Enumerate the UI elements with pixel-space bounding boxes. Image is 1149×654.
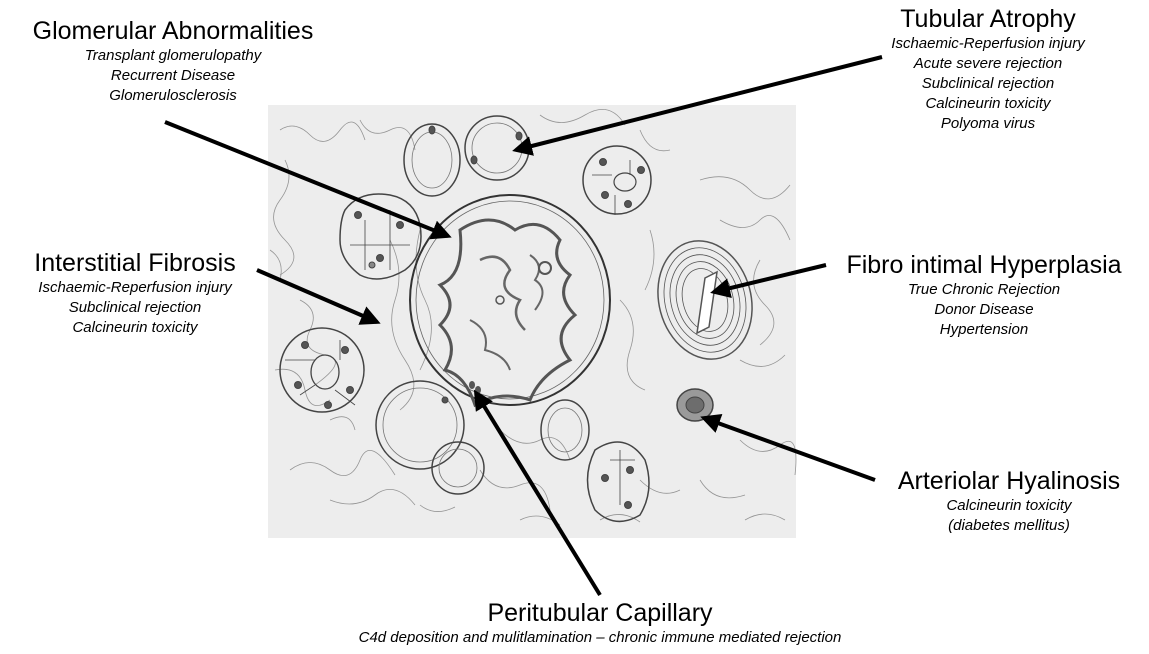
label-arteriolar-hyalinosis: Arteriolar Hyalinosis Calcineurin toxici… <box>878 466 1140 536</box>
cause-item: True Chronic Rejection <box>826 280 1142 300</box>
cause-item: Subclinical rejection <box>4 298 266 318</box>
label-title: Glomerular Abnormalities <box>4 16 342 46</box>
cause-item: Polyoma virus <box>850 114 1126 134</box>
label-fibro-intimal-hyperplasia: Fibro intimal Hyperplasia True Chronic R… <box>826 250 1142 340</box>
cause-item: Glomerulosclerosis <box>4 86 342 106</box>
cause-item: C4d deposition and mulitlamination – chr… <box>240 628 960 648</box>
cause-item: Recurrent Disease <box>4 66 342 86</box>
cause-item: Ischaemic-Reperfusion injury <box>850 34 1126 54</box>
cause-item: Subclinical rejection <box>850 74 1126 94</box>
label-title: Fibro intimal Hyperplasia <box>826 250 1142 280</box>
cause-item: Calcineurin toxicity <box>850 94 1126 114</box>
cause-item: Ischaemic-Reperfusion injury <box>4 278 266 298</box>
cause-item: Donor Disease <box>826 300 1142 320</box>
cause-item: Hypertension <box>826 320 1142 340</box>
label-title: Peritubular Capillary <box>240 598 960 628</box>
label-title: Arteriolar Hyalinosis <box>878 466 1140 496</box>
label-interstitial-fibrosis: Interstitial Fibrosis Ischaemic-Reperfus… <box>4 248 266 338</box>
label-glomerular-abnormalities: Glomerular Abnormalities Transplant glom… <box>4 16 342 106</box>
cause-item: Transplant glomerulopathy <box>4 46 342 66</box>
cause-item: Calcineurin toxicity <box>4 318 266 338</box>
cause-item: Acute severe rejection <box>850 54 1126 74</box>
sketch-paper <box>268 105 796 538</box>
arteriole-hyalinosis <box>677 389 713 421</box>
cause-item: Calcineurin toxicity <box>878 496 1140 516</box>
label-title: Interstitial Fibrosis <box>4 248 266 278</box>
label-title: Tubular Atrophy <box>850 4 1126 34</box>
cause-item: (diabetes mellitus) <box>878 516 1140 536</box>
label-peritubular-capillary: Peritubular Capillary C4d deposition and… <box>240 598 960 648</box>
label-tubular-atrophy: Tubular Atrophy Ischaemic-Reperfusion in… <box>850 4 1126 134</box>
